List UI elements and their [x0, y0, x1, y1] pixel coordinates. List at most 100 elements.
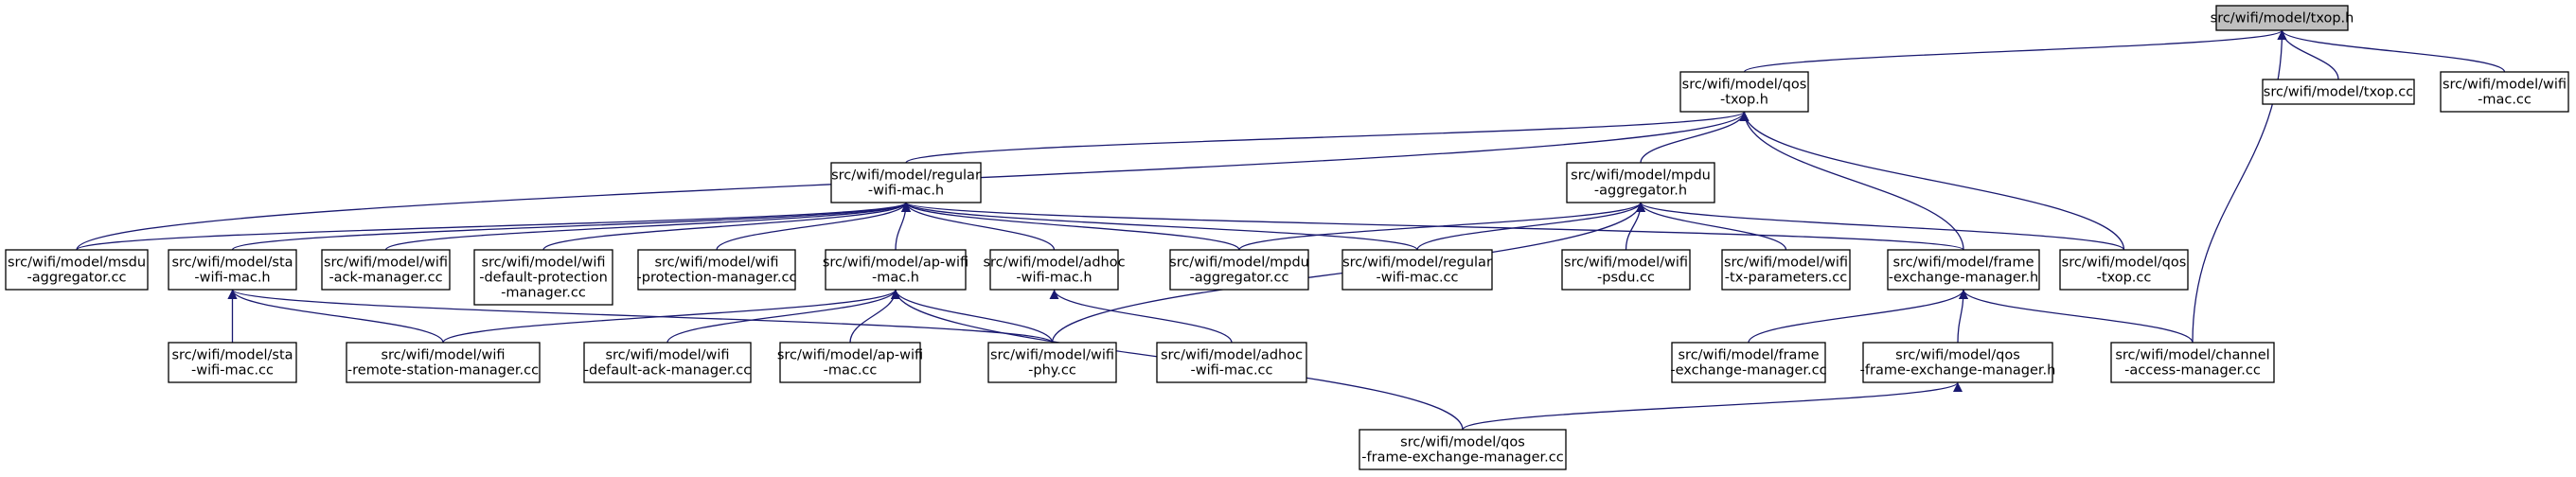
node-label-line: src/wifi/model/regular [831, 168, 981, 184]
node-box [1566, 162, 1715, 203]
node-ap-wifi-mac-h[interactable]: src/wifi/model/ap-wifi-mac.h [823, 249, 968, 291]
edge-wifi-protection-manager-cc-to-regular-wifi-mac-h [716, 202, 911, 251]
node-label-line: -ack-manager.cc [329, 271, 442, 286]
edge-wifi-tx-parameters-cc-to-mpdu-aggregator-h [1636, 202, 1787, 251]
node-box [5, 249, 149, 291]
node-label-line: -wifi-mac.cc [191, 363, 274, 379]
node-channel-access-manager-cc[interactable]: src/wifi/model/channel-access-manager.cc [2110, 342, 2275, 383]
node-wifi-default-protection-manager-cc[interactable]: src/wifi/model/wifi-default-protection-m… [473, 249, 613, 306]
node-adhoc-wifi-mac-h[interactable]: src/wifi/model/adhoc-wifi-mac.h [983, 249, 1126, 291]
node-wifi-psdu-cc[interactable]: src/wifi/model/wifi-psdu.cc [1561, 249, 1691, 291]
node-label-line: -frame-exchange-manager.h [1860, 363, 2056, 379]
edge-qos-frame-exchange-manager-cc-to-qos-frame-exchange-manager-h [1462, 381, 1963, 431]
node-mpdu-aggregator-cc[interactable]: src/wifi/model/mpdu-aggregator.cc [1169, 249, 1309, 291]
edge-msdu-aggregator-cc-to-regular-wifi-mac-h [76, 202, 911, 251]
node-label-line: src/wifi/model/qos [1682, 78, 1807, 93]
node-label-line: -default-ack-manager.cc [584, 363, 751, 379]
node-box [1169, 249, 1309, 291]
node-label-line: -txop.cc [2097, 271, 2152, 286]
node-label-line: -phy.cc [1028, 363, 1076, 379]
node-box [987, 342, 1117, 383]
node-qos-frame-exchange-manager-cc[interactable]: src/wifi/model/qos-frame-exchange-manage… [1359, 429, 1567, 470]
node-label-line: -wifi-mac.cc [1190, 363, 1272, 379]
edge-regular-wifi-mac-h-to-qos-txop-h [905, 111, 1750, 164]
node-box [1887, 249, 2040, 291]
node-label-line: -wifi-mac.cc [1376, 271, 1458, 286]
node-label-line: -txop.h [1720, 93, 1768, 108]
node-box [1156, 342, 1307, 383]
edge-wifi-ack-manager-cc-to-regular-wifi-mac-h [384, 202, 911, 251]
node-label-line: src/wifi/model/wifi [1724, 256, 1848, 271]
node-label-line: -protection-manager.cc [637, 271, 797, 286]
edge-qos-frame-exchange-manager-h-to-frame-exchange-manager-h [1957, 289, 1968, 344]
node-frame-exchange-manager-cc[interactable]: src/wifi/model/frame-exchange-manager.cc [1670, 342, 1827, 383]
node-wifi-phy-cc[interactable]: src/wifi/model/wifi-phy.cc [987, 342, 1117, 383]
edge-ap-wifi-mac-cc-to-ap-wifi-mac-h [849, 289, 900, 344]
node-box [321, 249, 451, 291]
node-label-line: src/wifi/model/ap-wifi [823, 256, 968, 271]
node-wifi-ack-manager-cc[interactable]: src/wifi/model/wifi-ack-manager.cc [321, 249, 451, 291]
node-label-line: src/wifi/model/wifi [481, 256, 605, 271]
node-label-line: src/wifi/model/wifi [381, 348, 505, 363]
node-ap-wifi-mac-cc[interactable]: src/wifi/model/ap-wifi-mac.cc [777, 342, 923, 383]
node-box [473, 249, 613, 306]
node-mpdu-aggregator-h[interactable]: src/wifi/model/mpdu-aggregator.h [1566, 162, 1715, 203]
node-label-line: -exchange-manager.cc [1670, 363, 1826, 379]
node-adhoc-wifi-mac-cc[interactable]: src/wifi/model/adhoc-wifi-mac.cc [1156, 342, 1307, 383]
node-label-line: src/wifi/model/qos [2062, 256, 2187, 271]
node-msdu-aggregator-cc[interactable]: src/wifi/model/msdu-aggregator.cc [5, 249, 149, 291]
node-box [989, 249, 1119, 291]
node-label-line: -mac.cc [824, 363, 878, 379]
node-sta-wifi-mac-h[interactable]: src/wifi/model/sta-wifi-mac.h [168, 249, 297, 291]
node-label-line: src/wifi/model/regular [1342, 256, 1492, 271]
edge-mpdu-aggregator-cc-to-regular-wifi-mac-h [901, 202, 1240, 251]
node-label-line: -mac.cc [2478, 93, 2532, 108]
node-label-line: -manager.cc [501, 286, 586, 301]
node-label-line: -frame-exchange-manager.cc [1361, 450, 1563, 466]
edge-qos-txop-cc-to-mpdu-aggregator-h [1636, 202, 2125, 251]
edge-qos-txop-cc-to-qos-txop-h [1739, 111, 2125, 251]
node-qos-txop-cc[interactable]: src/wifi/model/qos-txop.cc [2059, 249, 2189, 291]
node-sta-wifi-mac-cc[interactable]: src/wifi/model/sta-wifi-mac.cc [168, 342, 297, 383]
edge-frame-exchange-manager-cc-to-frame-exchange-manager-h [1748, 289, 1968, 344]
node-label-line: -remote-station-manager.cc [347, 363, 539, 379]
edge-wifi-phy-cc-to-sta-wifi-mac-h [227, 289, 1054, 344]
node-label-line: src/wifi/model/frame [1679, 348, 1820, 363]
edge-wifi-remote-station-manager-cc-to-ap-wifi-mac-h [442, 289, 900, 344]
node-txop-h[interactable]: src/wifi/model/txop.h [2211, 5, 2354, 31]
node-label-line: -exchange-manager.h [1889, 271, 2038, 286]
node-qos-frame-exchange-manager-h[interactable]: src/wifi/model/qos-frame-exchange-manage… [1860, 342, 2056, 383]
node-label-line: src/wifi/model/qos [1400, 435, 1525, 450]
node-box [1679, 71, 1809, 113]
node-wifi-tx-parameters-cc[interactable]: src/wifi/model/wifi-tx-parameters.cc [1721, 249, 1851, 291]
node-label-line: src/wifi/model/frame [1893, 256, 2034, 271]
node-box [1721, 249, 1851, 291]
node-box [1359, 429, 1567, 470]
node-wifi-remote-station-manager-cc[interactable]: src/wifi/model/wifi-remote-station-manag… [346, 342, 541, 383]
node-qos-txop-h[interactable]: src/wifi/model/qos-txop.h [1679, 71, 1809, 113]
node-label-line: src/wifi/model/wifi [990, 348, 1114, 363]
node-regular-wifi-mac-cc[interactable]: src/wifi/model/regular-wifi-mac.cc [1341, 249, 1493, 291]
node-label-line: -psdu.cc [1597, 271, 1655, 286]
node-box [825, 249, 967, 291]
node-box [168, 249, 297, 291]
node-frame-exchange-manager-h[interactable]: src/wifi/model/frame-exchange-manager.h [1887, 249, 2040, 291]
node-wifi-default-ack-manager-cc[interactable]: src/wifi/model/wifi-default-ack-manager.… [583, 342, 752, 383]
node-txop-cc[interactable]: src/wifi/model/txop.cc [2262, 79, 2415, 105]
edge-txop-cc-to-txop-h [2277, 29, 2339, 80]
node-label-line: -mac.h [872, 271, 919, 286]
edge-channel-access-manager-cc-to-txop-h [2192, 29, 2287, 344]
node-label-line: src/wifi/model/wifi [2443, 78, 2567, 93]
node-label-line: src/wifi/model/sta [171, 348, 293, 363]
node-label-line: src/wifi/model/wifi [1564, 256, 1688, 271]
node-label-line: src/wifi/model/mpdu [1571, 168, 1711, 184]
node-box [2262, 79, 2415, 105]
edge-wifi-default-protection-manager-cc-to-regular-wifi-mac-h [542, 202, 911, 251]
node-wifi-protection-manager-cc[interactable]: src/wifi/model/wifi-protection-manager.c… [637, 249, 797, 291]
edge-wifi-mac-cc-to-txop-h [2277, 29, 2506, 73]
node-box [583, 342, 752, 383]
edge-qos-txop-h-to-txop-h [1743, 29, 2287, 73]
node-regular-wifi-mac-h[interactable]: src/wifi/model/regular-wifi-mac.h [830, 162, 982, 203]
node-wifi-mac-cc[interactable]: src/wifi/model/wifi-mac.cc [2440, 71, 2569, 113]
